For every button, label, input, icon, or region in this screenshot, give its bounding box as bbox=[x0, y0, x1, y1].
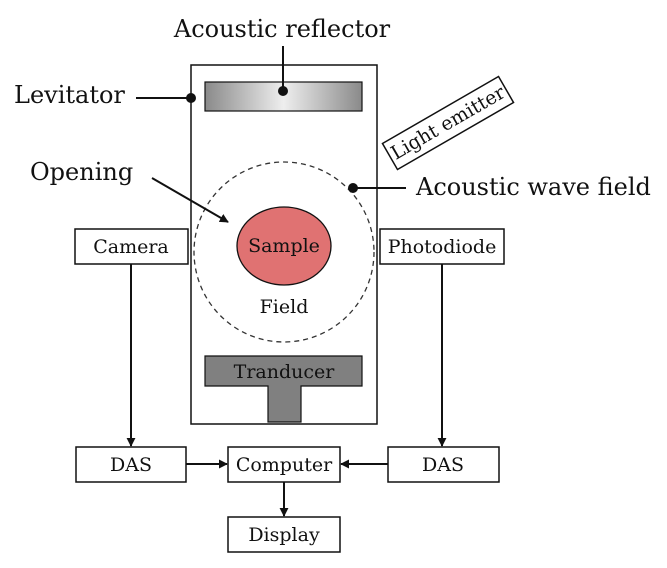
opening-arrow bbox=[151, 177, 229, 223]
sample bbox=[236, 206, 332, 286]
acoustic-wave-field bbox=[193, 161, 375, 343]
acoustic-wave-field-dot bbox=[348, 183, 358, 193]
levitator-dot bbox=[186, 93, 196, 103]
photodiode-label: Photodiode bbox=[388, 236, 497, 258]
transducer-label: Tranducer bbox=[234, 361, 336, 383]
das-left-box bbox=[75, 446, 187, 483]
acoustic-reflector-label: Acoustic reflector bbox=[173, 15, 391, 43]
sample-label: Sample bbox=[248, 235, 320, 257]
computer-box bbox=[227, 446, 341, 483]
display-label: Display bbox=[248, 524, 320, 546]
das-right-box bbox=[387, 446, 500, 483]
camera-label: Camera bbox=[93, 236, 169, 258]
computer-label: Computer bbox=[236, 454, 333, 476]
field-label: Field bbox=[260, 296, 309, 318]
photodiode-box bbox=[379, 228, 505, 265]
display-box bbox=[227, 516, 341, 553]
acoustic-wave-field-label: Acoustic wave field bbox=[415, 173, 651, 201]
opening-label: Opening bbox=[30, 158, 133, 186]
das-left-label: DAS bbox=[110, 454, 152, 476]
light-emitter-label: Light emitter bbox=[387, 81, 509, 164]
levitator-label: Levitator bbox=[14, 81, 125, 109]
light-emitter: Light emitter bbox=[381, 75, 515, 171]
das-right-label: DAS bbox=[422, 454, 464, 476]
transducer bbox=[204, 355, 363, 423]
camera-box bbox=[74, 228, 189, 265]
acoustic-reflector-dot bbox=[278, 86, 288, 96]
